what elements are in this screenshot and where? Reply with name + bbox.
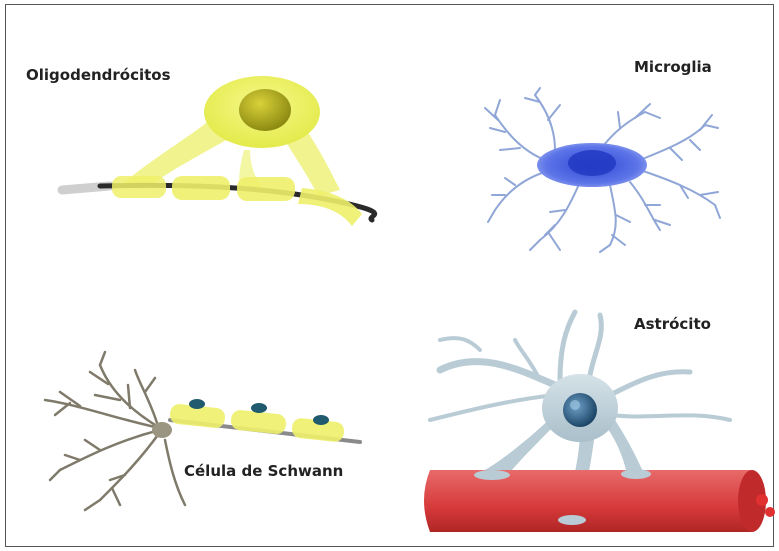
microglia-nucleus bbox=[568, 150, 616, 176]
blood-vessel bbox=[424, 470, 760, 532]
schwann-nucleus bbox=[189, 399, 205, 409]
schwann-myelin-segment bbox=[230, 409, 287, 435]
myelin-segment bbox=[112, 176, 166, 198]
oligodendrocytes-label: Oligodendrócitos bbox=[26, 66, 171, 84]
schwann-cell-label: Célula de Schwann bbox=[184, 462, 343, 480]
endfoot-cap bbox=[558, 515, 586, 525]
myelin-segment bbox=[298, 188, 362, 226]
schwann-nucleus bbox=[313, 415, 329, 425]
endfoot-cap bbox=[474, 470, 510, 480]
microglia-label: Microglia bbox=[634, 58, 712, 76]
oligodendrocyte bbox=[62, 76, 375, 226]
oligo-nucleus bbox=[239, 89, 291, 131]
red-blood-cell bbox=[756, 494, 768, 506]
myelin-segment bbox=[237, 177, 295, 201]
astrocyte bbox=[424, 312, 775, 532]
schwann-cell-neuron bbox=[45, 352, 360, 510]
red-blood-cell bbox=[765, 507, 775, 517]
schwann-nucleus bbox=[251, 403, 267, 413]
astrocyte-label: Astrócito bbox=[634, 315, 711, 333]
myelin-segment bbox=[172, 176, 230, 200]
endfoot-cap bbox=[621, 469, 651, 479]
neuron-soma bbox=[152, 422, 172, 438]
astrocyte-nucleus bbox=[563, 393, 597, 427]
microglia bbox=[485, 88, 720, 252]
astrocyte-nucleolus bbox=[570, 400, 580, 410]
